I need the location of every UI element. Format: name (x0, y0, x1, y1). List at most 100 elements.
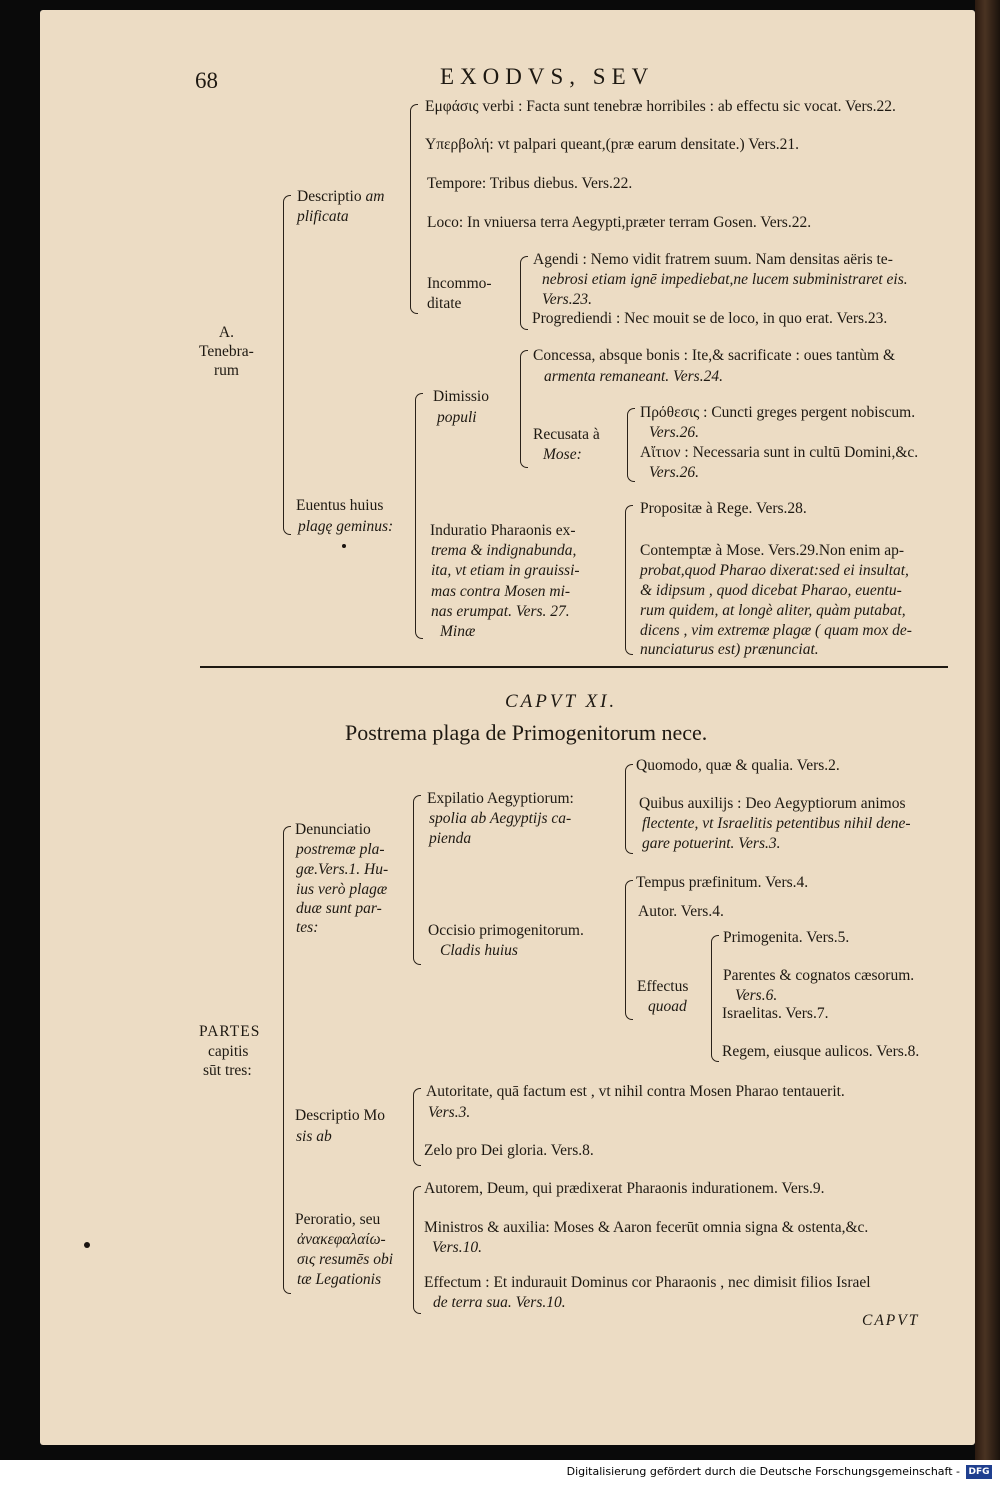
brace-euentus (415, 393, 423, 639)
israelitas-line: Israelitas. Vers.7. (722, 1005, 829, 1022)
chapter-title: Postrema plaga de Primogenitorum nece. (345, 720, 708, 745)
occisio-line-2: Cladis huius (440, 942, 518, 959)
recusata-label: Recusata à (533, 426, 600, 443)
concessa-line-1: Concessa, absque bonis : Ite,& sacrifica… (533, 347, 896, 364)
peroratio-label-4: tæ Legationis (297, 1271, 381, 1288)
prothesis-line-1: Πρόθεσις : Cuncti greges pergent nobiscu… (640, 404, 916, 421)
induratio-line-3: ita, vt etiam in grauissi- (431, 562, 580, 579)
parentes-line-1: Parentes & cognatos cæsorum. (723, 967, 915, 984)
induratio-line-2: trema & indignabunda, (431, 542, 577, 559)
brace-descriptio (410, 104, 418, 314)
digitization-note: Digitalisierung gefördert durch die Deut… (566, 1465, 960, 1478)
contemptae-line-4: rum quidem, at longè aliter, quàm putaba… (640, 602, 906, 619)
autorem-line: Autorem, Deum, qui prædixerat Pharaonis … (424, 1180, 825, 1197)
dfg-logo: DFG (966, 1465, 992, 1479)
brace-expilatio (625, 764, 633, 854)
brace-denunciatio (413, 795, 421, 965)
denunciatio-label-1: Denunciatio (295, 821, 371, 838)
primogenita-line: Primogenita. Vers.5. (723, 929, 850, 946)
partes-root-1: PARTES (199, 1023, 261, 1040)
ink-dot (342, 544, 346, 548)
expilatio-line-3: pienda (429, 830, 472, 847)
denunciatio-label-2: postremæ pla- (296, 841, 385, 858)
brace-descriptio-mosis (413, 1088, 421, 1166)
contemptae-line-5: dicens , vim extremæ plagæ ( quam mox de… (640, 622, 912, 639)
contemptae-line-2: probat,quod Pharao dixerat:sed ei insult… (640, 562, 909, 579)
partes-root-3: sūt tres: (203, 1062, 252, 1079)
contemptae-line-6: nunciaturus est) prænunciat. (640, 641, 819, 658)
euentus-label-1: Euentus huius (296, 497, 384, 514)
page-number: 68 (195, 68, 218, 93)
autoritate-line-2: Vers.3. (428, 1104, 471, 1121)
aition-line-2: Vers.26. (649, 464, 699, 481)
catchword: CAPVT (862, 1312, 920, 1329)
brace-recusata (627, 408, 635, 482)
denunciatio-label-4: ius verò plagæ (296, 881, 388, 898)
brace-dimissio (520, 350, 528, 468)
effectus-label-2: quoad (648, 998, 687, 1015)
brace-occisio (625, 880, 633, 1020)
dimissio-label-2: populi (437, 409, 477, 426)
regem-line: Regem, eiusque aulicos. Vers.8. (722, 1043, 920, 1060)
quibus-line-1: Quibus auxilijs : Deo Aegyptiorum animos (639, 795, 906, 812)
dimissio-label: Dimissio (433, 388, 489, 405)
expilatio-line-1: Expilatio Aegyptiorum: (427, 790, 574, 807)
euentus-label-2: plagę geminus: (298, 518, 394, 535)
agendi-line-1: Agendi : Nemo vidit fratrem suum. Nam de… (533, 251, 893, 268)
prothesis-line-2: Vers.26. (649, 424, 699, 441)
descriptio-label: Descriptio am (297, 188, 385, 205)
zelo-line: Zelo pro Dei gloria. Vers.8. (424, 1142, 594, 1159)
tenebrae-root-label: A. Tenebra- rum (199, 324, 254, 379)
induratio-line-5: nas erumpat. Vers. 27. (431, 603, 570, 620)
contemptae-line-3: & idipsum , quod dicebat Pharao, euentu- (640, 582, 902, 599)
agendi-line-2: nebrosi etiam ignē impediebat,ne lucem s… (542, 271, 908, 288)
autor-line: Autor. Vers.4. (638, 903, 724, 920)
occisio-line-1: Occisio primogenitorum. (428, 922, 584, 939)
peroratio-label-2: ἀνακεφαλαίω- (297, 1231, 386, 1248)
section-divider (200, 666, 948, 668)
denunciatio-label-6: tes: (296, 919, 319, 936)
brace-minae (625, 505, 633, 655)
denunciatio-label-3: gæ.Vers.1. Hu- (296, 861, 389, 878)
induratio-line-4: mas contra Mosen mi- (431, 583, 571, 600)
incommoditate-label: Incommo- ditate (427, 275, 492, 312)
brace-partes (283, 826, 291, 1294)
recusata-label-2: Mose: (543, 446, 582, 463)
effectum-line-2: de terra sua. Vers.10. (433, 1294, 566, 1311)
chapter-caput: CAPVT XI. (505, 691, 618, 712)
descriptio-mosis-label-2: sis ab (296, 1128, 332, 1145)
partes-root-2: capitis (208, 1043, 249, 1060)
aition-line-1: Αἴτιον : Necessaria sunt in cultū Domini… (640, 444, 919, 461)
peroratio-label-1: Peroratio, seu (295, 1211, 381, 1228)
peroratio-label-3: σις resumēs obi (297, 1251, 394, 1268)
induratio-line-6: Minæ (440, 623, 476, 640)
tempore-line: Tempore: Tribus diebus. Vers.22. (427, 175, 633, 192)
propositae-line: Propositæ à Rege. Vers.28. (640, 500, 807, 517)
footer-bar (0, 1460, 1000, 1485)
brace-incommoditate (520, 256, 528, 330)
quibus-line-3: gare potuerint. Vers.3. (642, 835, 781, 852)
brace-peroratio (413, 1186, 421, 1314)
book-page (40, 10, 975, 1445)
quibus-line-2: flectente, vt Israelitis petentibus nihi… (642, 815, 911, 832)
brace-tenebrae (283, 195, 291, 535)
hyperbole-line: Υπερβολή: vt palpari queant,(præ earum d… (425, 136, 800, 153)
tempus-line: Tempus præfinitum. Vers.4. (636, 874, 809, 891)
denunciatio-label-5: duæ sunt par- (296, 900, 382, 917)
ministros-line-1: Ministros & auxilia: Moses & Aaron fecer… (424, 1219, 869, 1236)
contemptae-line-1: Contemptæ à Mose. Vers.29.Non enim ap- (640, 542, 905, 559)
expilatio-line-2: spolia ab Aegyptijs ca- (429, 810, 572, 827)
concessa-line-2: armenta remaneant. Vers.24. (544, 368, 723, 385)
running-title: EXODVS, SEV (440, 64, 655, 89)
effectus-label-1: Effectus (637, 978, 689, 995)
descriptio-label-cont: plificata (297, 208, 349, 225)
effectum-line-1: Effectum : Et indurauit Dominus cor Phar… (424, 1274, 871, 1291)
brace-effectus (711, 935, 719, 1062)
quomodo-line: Quomodo, quæ & qualia. Vers.2. (636, 757, 840, 774)
ministros-line-2: Vers.10. (432, 1239, 482, 1256)
emphasis-line: Εμφάσις verbi : Facta sunt tenebræ horri… (425, 98, 896, 115)
parentes-line-2: Vers.6. (735, 987, 778, 1004)
induratio-line-1: Induratio Pharaonis ex- (430, 522, 576, 539)
book-spine-edge (975, 0, 1000, 1460)
progrediendi-line: Progrediendi : Nec mouit se de loco, in … (532, 310, 888, 327)
